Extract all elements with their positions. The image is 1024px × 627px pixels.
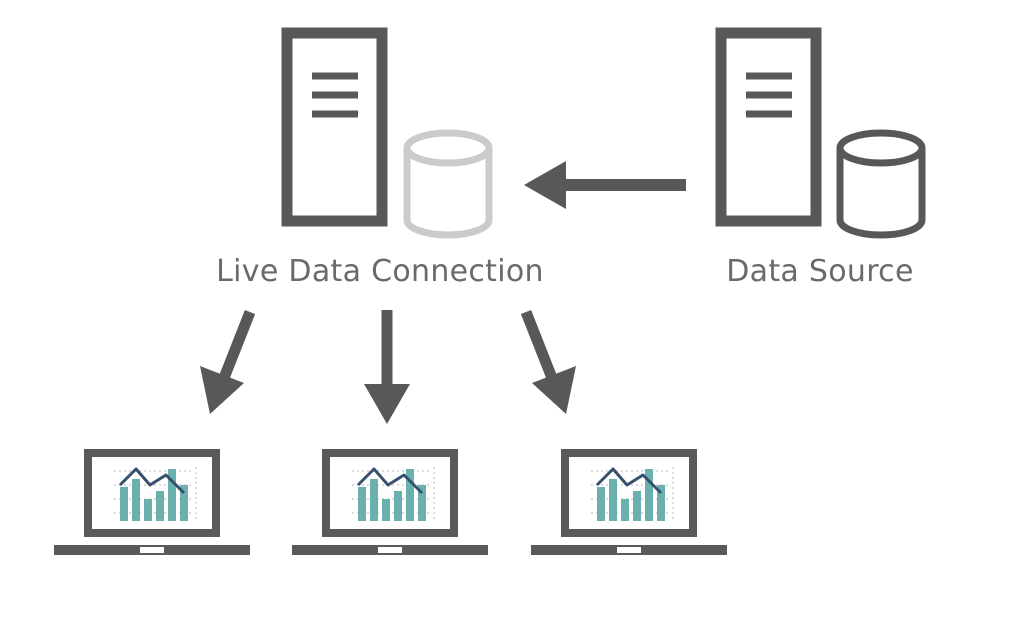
arrow-down-right-icon (520, 309, 576, 414)
arrow-down-icon (364, 310, 410, 424)
faded-database-icon (403, 129, 493, 239)
arrow-down-left-icon (200, 309, 256, 414)
arrow-left-icon (524, 161, 686, 209)
client-laptop-3-icon (531, 453, 727, 555)
client-laptop-2-icon (292, 453, 488, 555)
database-icon (836, 129, 926, 239)
data-source-label: Data Source (726, 254, 914, 289)
data-source-server-icon (715, 27, 822, 227)
live-connection-label: Live Data Connection (216, 254, 544, 289)
client-laptop-1-icon (54, 453, 250, 555)
live-connection-server-icon (281, 27, 388, 227)
